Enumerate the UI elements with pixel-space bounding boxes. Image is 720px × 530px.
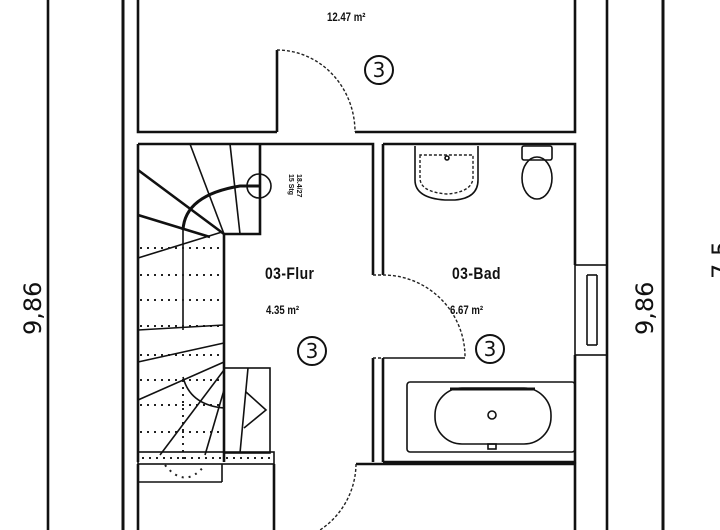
top-room-area: 12.47 m²	[327, 10, 366, 24]
bad-level-marker: 3	[475, 334, 505, 364]
dimension-right: 9,86	[631, 281, 659, 335]
washbasin	[414, 146, 479, 201]
bad-room-name: 03-Bad	[452, 264, 501, 283]
flur-level-marker: 3	[297, 336, 327, 366]
top-door	[275, 49, 356, 133]
top-room-level-marker: 3	[364, 55, 394, 85]
bad-room-area: 6.67 m²	[450, 303, 484, 317]
dimension-left: 9,86	[19, 281, 47, 335]
flur-room-name: 03-Flur	[265, 264, 315, 283]
stair-room-walls	[136, 142, 262, 462]
bathtub	[406, 381, 576, 453]
toilet	[521, 145, 553, 200]
bath-door	[373, 274, 466, 359]
top-room-walls	[136, 0, 577, 134]
bath-walls	[381, 142, 577, 464]
staircase	[137, 143, 275, 483]
corridor-walls	[260, 142, 375, 462]
bath-window	[574, 264, 608, 356]
bottom-door	[319, 463, 357, 530]
stair-note-steps: 15 Stg	[287, 174, 294, 196]
dimension-far-right-partial: 7,5	[707, 240, 720, 279]
bottom-room-walls	[136, 462, 577, 530]
stair-note-ratio: 18.4/27	[295, 174, 302, 198]
flur-room-area: 4.35 m²	[266, 303, 300, 317]
